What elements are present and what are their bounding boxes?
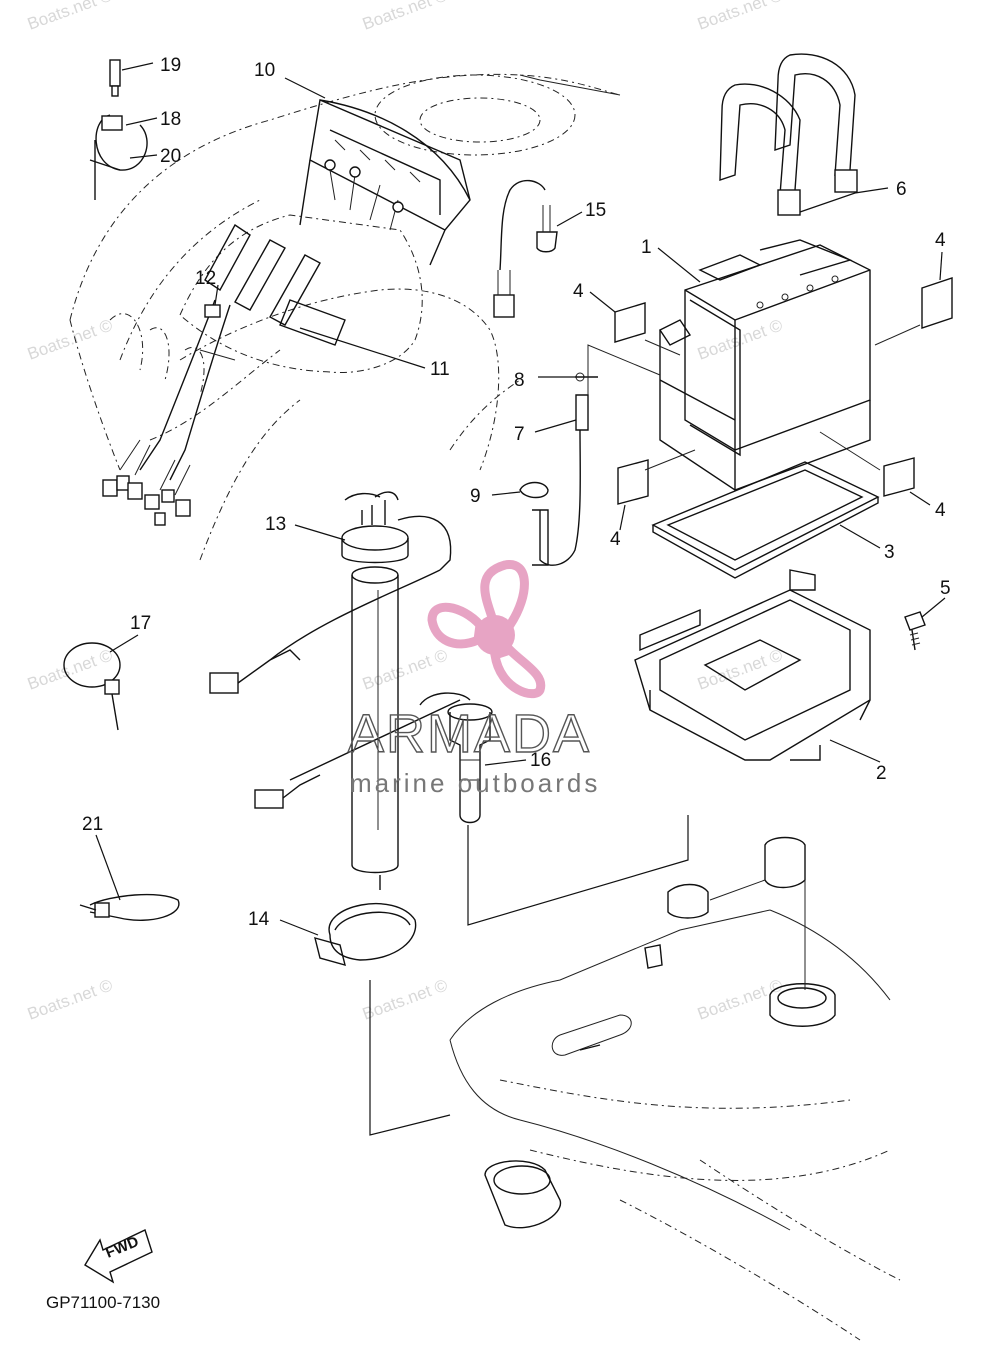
assembly-lines (369, 815, 689, 1136)
battery-straps (719, 53, 858, 216)
callout-leaders (95, 62, 946, 936)
callout-8: 8 (514, 370, 525, 391)
battery-box (634, 569, 871, 761)
drawing-code: GP71100-7130 (46, 1293, 160, 1312)
wiring-harness (139, 159, 404, 481)
callout-numbers: 1 2 3 4 4 4 4 5 6 7 8 9 10 11 12 13 14 1… (82, 55, 951, 930)
sensor-16 (419, 692, 493, 824)
bolt-5 (904, 611, 926, 651)
callout-7: 7 (514, 424, 525, 445)
callout-6: 6 (896, 179, 907, 200)
callout-19: 19 (160, 55, 181, 76)
site-watermark: Boats.net © (360, 645, 451, 693)
gauge-housing (299, 99, 471, 266)
clip-parts-top-left (89, 59, 148, 200)
site-watermark: Boats.net © (25, 975, 116, 1023)
seat-hump (374, 74, 621, 156)
battery-pads (614, 277, 953, 505)
cable-tie-17 (63, 642, 121, 731)
site-watermark: Boats.net © (360, 975, 451, 1023)
callout-12: 12 (195, 268, 216, 289)
connector-12 (204, 304, 221, 318)
fuel-tank (449, 836, 901, 1341)
logo-hub (475, 615, 515, 655)
cable-tie-21 (79, 893, 180, 921)
callout-4-right-bottom: 4 (935, 500, 946, 521)
battery (658, 239, 871, 491)
brand-watermark: ARMADA (348, 704, 591, 764)
fwd-arrow: FWD (84, 1229, 153, 1284)
site-watermark: Boats.net © (695, 0, 786, 34)
callout-3: 3 (884, 542, 895, 563)
callout-13: 13 (265, 514, 286, 535)
callout-20: 20 (160, 146, 181, 167)
callout-18: 18 (160, 109, 181, 130)
callout-4-left-top: 4 (573, 281, 584, 302)
site-watermark: Boats.net © (25, 0, 116, 34)
harness-connectors (102, 439, 191, 526)
callout-21: 21 (82, 814, 103, 835)
panel-opening (179, 214, 423, 373)
sensor-15 (493, 179, 558, 318)
site-watermarks: Boats.net © Boats.net © Boats.net © Boat… (25, 0, 786, 1024)
hull-outline (69, 73, 621, 561)
callout-17: 17 (130, 613, 151, 634)
site-watermark: Boats.net © (360, 0, 451, 34)
callout-4-right-top: 4 (935, 230, 946, 251)
callout-9: 9 (470, 486, 481, 507)
callout-11: 11 (430, 359, 450, 380)
callout-4-left-bottom: 4 (610, 529, 621, 550)
callout-10: 10 (254, 60, 275, 81)
callout-14: 14 (248, 909, 270, 930)
fuel-sender (209, 491, 461, 890)
site-watermark: Boats.net © (25, 645, 116, 693)
callout-1: 1 (641, 237, 652, 258)
hose-clamp-14 (314, 902, 417, 966)
callout-15: 15 (585, 200, 606, 221)
callout-5: 5 (940, 578, 951, 599)
armada-logo: ARMADA marine outboards (347, 560, 600, 798)
callout-2: 2 (876, 763, 887, 784)
vent-hose (519, 344, 661, 566)
battery-mat (651, 461, 880, 579)
tagline-watermark: marine outboards (350, 768, 600, 798)
callout-16: 16 (530, 750, 551, 771)
